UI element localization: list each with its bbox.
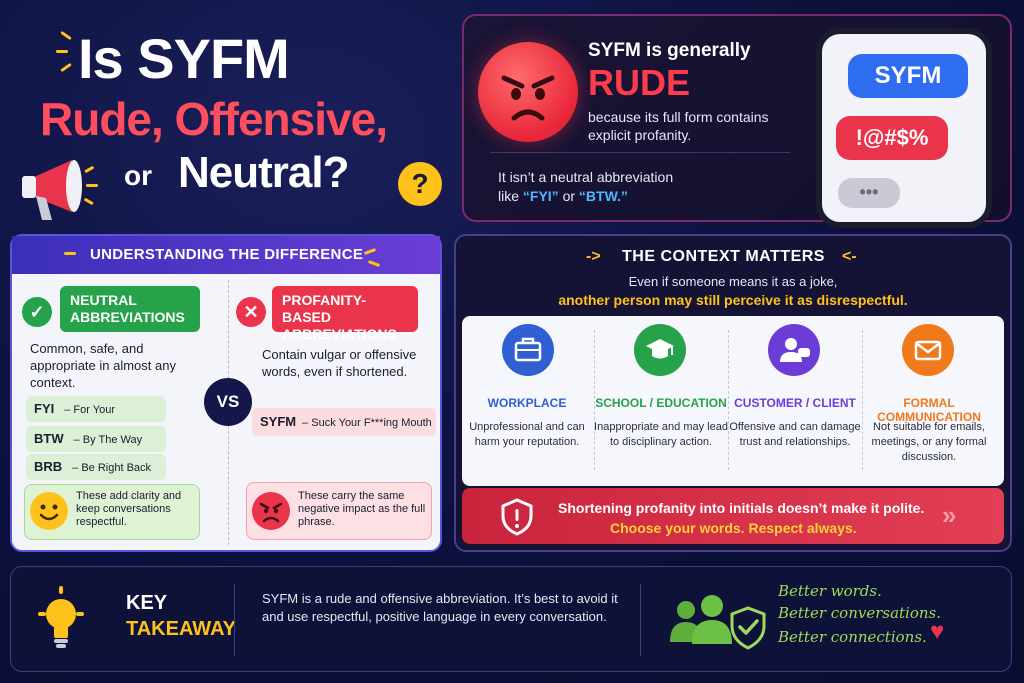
context-desc-formal: Not suitable for emails, meetings, or an… [871,421,987,463]
spark-icon [60,30,72,41]
megaphone-icon [22,160,98,220]
takeaway-text: SYFM is a rude and offensive abbreviatio… [262,591,618,624]
envelope-icon [902,324,954,376]
abbreviation: BRB [34,459,63,474]
context-desc-school: Inappropriate and may lead to disciplina… [594,421,728,448]
lightbulb-icon [38,586,84,648]
context-label-workplace: WORKPLACE [487,396,567,410]
chat-bubble-syfm: SYFM [848,54,968,98]
chevron-right-icon: » [942,500,957,530]
neutral-abbreviations-label: NEUTRAL ABBREVIATIONS [60,286,200,332]
abbreviation-item: SYFM – Suck Your F***ing Mouth [252,408,436,436]
divider [234,584,235,656]
context-label-school: SCHOOL / EDUCATION [595,396,727,410]
angry-face-icon [252,492,290,530]
question-badge-icon: ? [398,162,442,206]
slogan-line-1: Better words. [778,582,882,600]
rude-verdict: RUDE [588,62,691,103]
abbreviation-meaning: – Be Right Back [72,462,152,474]
neutral-description: Common, safe, and appropriate in almost … [30,341,176,390]
heart-icon: ♥ [930,618,945,645]
context-desc-workplace: Unprofessional and can harm your reputat… [469,421,585,448]
spark-icon [56,50,68,53]
abbreviation-item: BTW – By The Way [26,426,166,452]
profanity-note-text: These carry the same negative impact as … [298,490,426,528]
divider [862,330,863,470]
warning-text: Shortening profanity into initials doesn… [558,500,925,516]
check-icon: ✓ [22,297,52,327]
spark-icon [64,252,76,255]
context-desc-customer: Offensive and can damage trust and relat… [729,421,861,448]
abbreviation-item: FYI– For Your Information [26,396,166,442]
warning-banner [462,488,1004,544]
abbreviation: FYI [34,401,55,416]
typing-indicator: ••• [838,178,900,208]
example-fyi: “FYI” [522,188,559,204]
context-highlight: another person may still perceive it as … [558,292,908,308]
chat-bubble-profanity: !@#$% [836,116,948,160]
title-line-1: Is SYFM [78,27,290,90]
profanity-abbreviations-label: PROFANITY-BASED ABBREVIATIONS [272,286,418,342]
abbreviation-meaning: – By The Way [73,434,143,446]
customer-icon [768,324,820,376]
x-icon: ✕ [236,297,266,327]
context-label-customer: CUSTOMER / CLIENT [734,396,856,410]
comparison-like: like [498,188,520,204]
comparison-or: or [562,188,576,204]
title-line-3: Neutral? [178,148,349,197]
context-title: THE CONTEXT MATTERS [622,248,825,265]
profanity-description: Contain vulgar or offensive words, even … [262,347,417,379]
vs-badge: VS [204,378,252,426]
rude-lead: SYFM is generally [588,40,751,61]
shield-warning-icon [501,498,533,536]
briefcase-icon [502,324,554,376]
title-or: or [124,160,152,191]
title-line-2: Rude, Offensive, [40,93,388,145]
arrow-icon: -> [586,248,601,265]
context-label-formal: FORMAL COMMUNICATION [877,396,981,424]
spark-icon [60,62,72,73]
abbreviation-item: BRB – Be Right Back [26,454,166,480]
smile-face-icon [30,492,68,530]
divider [728,330,729,470]
understanding-header [12,236,440,274]
context-subtitle: Even if someone means it as a joke, [628,274,838,289]
takeaway-label: TAKEAWAY [126,618,237,640]
warning-motto: Choose your words. Respect always. [610,520,857,536]
understanding-title: UNDERSTANDING THE DIFFERENCE [90,246,364,263]
abbreviation-meaning: – Suck Your F***ing Mouth [302,417,432,429]
slogan-line-3: Better connections. [778,628,927,646]
abbreviation: BTW [34,431,64,446]
divider [640,584,641,656]
people-shield-icon [670,595,766,650]
divider [490,152,790,153]
key-takeaway-card [10,566,1012,672]
comparison-text: It isn’t a neutral abbreviation [498,169,674,185]
abbreviation: SYFM [260,414,297,429]
key-label: KEY [126,592,168,614]
neutral-comparison: It isn’t a neutral abbreviation like “FY… [498,168,788,206]
rude-reason: because its full form contains explicit … [588,109,769,143]
neutral-note-text: These add clarity and keep conversations… [76,490,182,528]
slogan-line-2: Better conversations. [778,604,942,622]
divider [594,330,595,470]
graduation-cap-icon [634,324,686,376]
arrow-icon: <- [842,248,857,265]
angry-face-icon [478,42,578,142]
example-btw: “BTW.” [578,188,628,204]
